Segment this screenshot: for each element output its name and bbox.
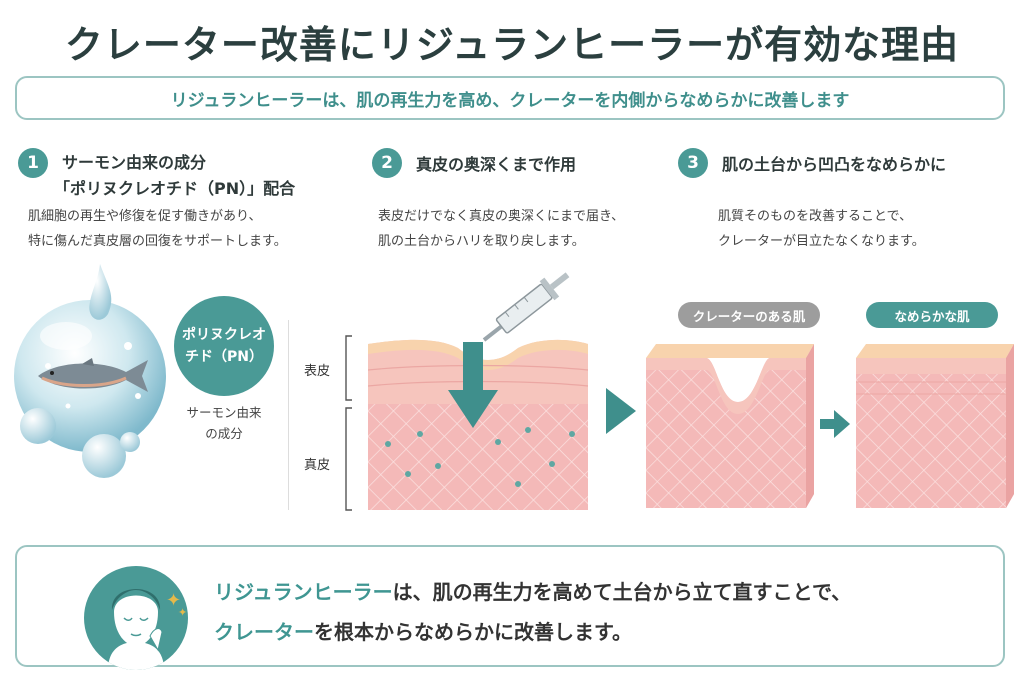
step-1-desc-line1: 肌細胞の再生や修復を促す働きがあり、 [28,209,262,224]
salmon-icon [38,358,148,392]
summary-text-2: を根本からなめらかに改善します。 [314,620,632,644]
pn-badge-line1: ポリヌクレオ [182,327,266,343]
section-divider [288,320,289,510]
pn-badge: ポリヌクレオ チド（PN） [174,296,274,396]
right-arrow-icon [606,388,636,434]
step-1-description: 肌細胞の再生や修復を促す働きがあり、 特に傷んだ真皮層の回復をサポートします。 [28,204,287,254]
pn-note-line2: の成分 [205,426,243,441]
step-2-description: 表皮だけでなく真皮の奥深くにまで届き、 肌の土台からハリを取り戻します。 [378,204,624,254]
after-pill: なめらかな肌 [866,302,998,328]
step-1-number: 1 [18,148,48,178]
layer-bracket [345,335,352,511]
step-2-number: 2 [372,148,402,178]
sparkle-small-icon: ✦ [178,606,188,619]
summary-line-1: リジュランヒーラーは、肌の再生力を高めて土台から立て直すことで、 [214,576,851,605]
step-3-number: 3 [678,148,708,178]
syringe-icon [482,272,570,342]
step-2-title: 真皮の奥深くまで作用 [416,152,576,178]
step-3-title: 肌の土台から凹凸をなめらかに [722,152,946,178]
step-3-desc-line2: クレーターが目立たなくなります。 [718,234,925,249]
step-3-description: 肌質そのものを改善することで、 クレーターが目立たなくなります。 [718,204,925,254]
summary-line-2: クレーターを根本からなめらかに改善します。 [214,616,632,645]
summary-accent-1: リジュランヒーラー [214,580,393,604]
pn-note-line1: サーモン由来 [186,405,262,420]
epidermis-label: 表皮 [304,364,331,379]
step-2-title-line1: 真皮の奥深くまで作用 [416,155,577,174]
before-pill: クレーターのある肌 [678,302,820,328]
step-1-title-line1: サーモン由来の成分 [62,153,207,172]
face-icon [84,566,188,670]
subtitle-banner: リジュランヒーラーは、肌の再生力を高め、クレーターを内側からなめらかに改善します [15,76,1005,120]
step-1-title: サーモン由来の成分 「ポリヌクレオチド（PN）」配合 [54,150,295,202]
sparkle-icon: ✦ [166,590,182,611]
summary-box [15,545,1005,667]
subtitle-text: リジュランヒーラーは、肌の再生力を高め、クレーターを内側からなめらかに改善します [170,90,850,111]
pn-badge-line2: チド（PN） [185,349,263,365]
summary-text-1: は、肌の再生力を高めて土台から立て直すことで、 [392,580,852,604]
step-2-desc-line2: 肌の土台からハリを取り戻します。 [378,234,585,249]
crater-skin-block [646,344,814,508]
transition-arrow-icon [820,410,850,438]
dermis-label: 真皮 [304,458,331,473]
step-1-title-line2: 「ポリヌクレオチド（PN）」配合 [54,179,296,198]
smooth-skin-block [856,344,1014,508]
pn-note: サーモン由来 の成分 [166,402,282,444]
step-3-desc-line1: 肌質そのものを改善することで、 [718,209,913,224]
down-arrow-icon [448,342,498,428]
step-2-desc-line1: 表皮だけでなく真皮の奥深くにまで届き、 [378,209,625,224]
step-1-desc-line2: 特に傷んだ真皮層の回復をサポートします。 [28,234,287,249]
page-title: クレーター改善にリジュランヒーラーが有効な理由 [64,23,960,67]
summary-accent-2: クレーター [214,620,314,644]
step-3-title-line1: 肌の土台から凹凸をなめらかに [722,155,947,174]
